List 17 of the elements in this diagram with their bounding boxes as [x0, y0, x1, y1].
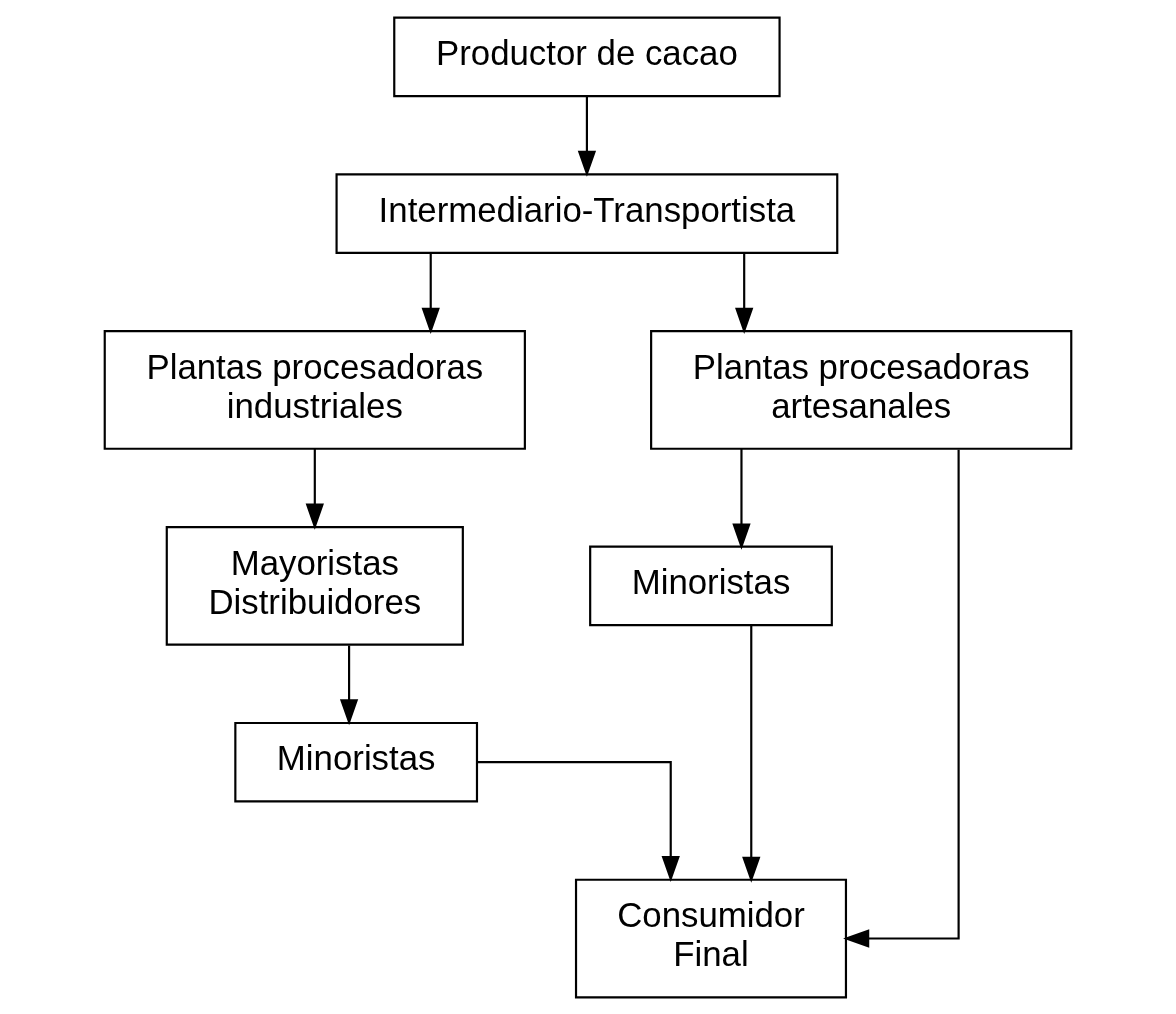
node-box: Minoristas: [589, 545, 833, 626]
node-box: Intermediario-Transportista: [335, 172, 839, 254]
arrow: [305, 448, 324, 530]
node-box: Plantas procesadoras industriales: [103, 329, 526, 450]
node-box: Plantas procesadoras artesanales: [650, 329, 1073, 450]
node-box: Minoristas: [234, 721, 479, 802]
arrow: [477, 760, 680, 882]
arrow: [577, 95, 597, 177]
arrow: [742, 625, 761, 883]
arrow: [732, 448, 751, 550]
node-box: Consumidor Final: [574, 878, 848, 998]
node-box: Productor de cacao: [393, 16, 781, 97]
node-box: Mayoristas Distribuidores: [165, 525, 464, 646]
arrow: [843, 449, 960, 948]
arrow: [735, 253, 754, 334]
arrow: [339, 645, 359, 725]
arrow: [421, 253, 440, 334]
